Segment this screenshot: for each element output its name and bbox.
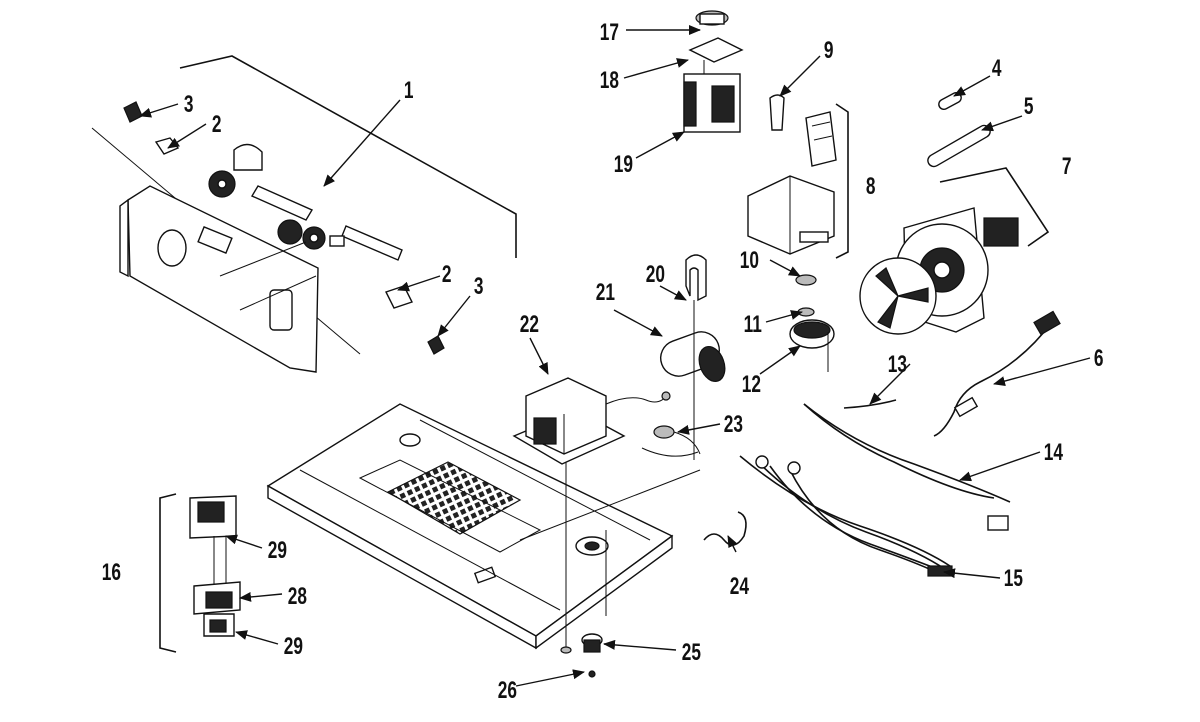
- callout-3: 3: [184, 91, 194, 117]
- callout-15: 15: [1004, 565, 1024, 591]
- callout-labels: 1 2 2 3 3 4 5 6 7 8 9 10 11 12 13 14 15 …: [102, 19, 1104, 703]
- callout-5: 5: [1024, 93, 1034, 119]
- callout-24: 24: [730, 573, 750, 599]
- callout-26: 26: [498, 677, 517, 703]
- foot-parts: [560, 633, 603, 678]
- callout-11: 11: [744, 311, 763, 337]
- callout-25: 25: [682, 639, 702, 665]
- callout-2: 2: [442, 261, 452, 287]
- fuse-bracket-assembly: [747, 94, 849, 372]
- interlock-assembly: [159, 493, 241, 653]
- callout-2: 2: [212, 111, 222, 137]
- callout-16: 16: [102, 559, 121, 585]
- magnetron-assembly: [683, 10, 744, 133]
- callout-4: 4: [992, 55, 1002, 81]
- callout-28: 28: [288, 583, 307, 609]
- callout-18: 18: [600, 67, 619, 93]
- callout-12: 12: [742, 371, 761, 397]
- fan-motor-assembly: [859, 92, 1050, 335]
- callout-22: 22: [520, 311, 539, 337]
- callout-6: 6: [1094, 345, 1104, 371]
- callout-3: 3: [474, 273, 484, 299]
- callout-17: 17: [600, 19, 619, 45]
- callout-13: 13: [888, 351, 907, 377]
- callout-23: 23: [724, 411, 743, 437]
- callout-14: 14: [1044, 439, 1064, 465]
- transformer-assembly: [512, 377, 671, 465]
- callout-1: 1: [404, 77, 414, 103]
- callout-8: 8: [866, 173, 876, 199]
- control-panel-assembly: [91, 55, 517, 373]
- callout-19: 19: [614, 151, 633, 177]
- wiring-harnesses: [703, 310, 1061, 577]
- callout-10: 10: [740, 247, 759, 273]
- callout-7: 7: [1062, 153, 1072, 179]
- callout-21: 21: [596, 279, 616, 305]
- callout-9: 9: [824, 37, 834, 63]
- callout-29: 29: [268, 537, 287, 563]
- callout-20: 20: [646, 261, 665, 287]
- leader-lines: [139, 25, 1091, 687]
- base-plate: [266, 403, 701, 650]
- callout-29: 29: [284, 633, 303, 659]
- capacitor-assembly: [641, 254, 726, 460]
